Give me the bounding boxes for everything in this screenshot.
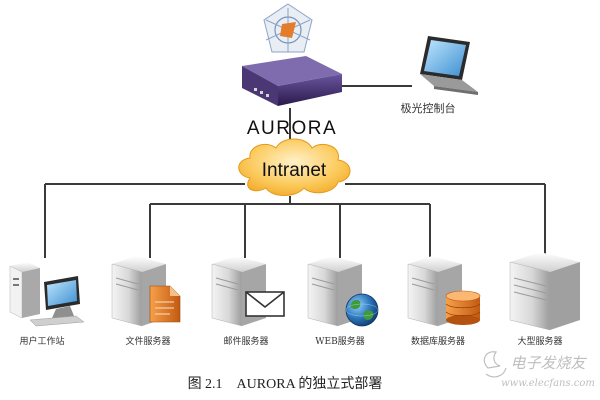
node-label: 用户工作站 bbox=[19, 335, 64, 347]
intranet-label: Intranet bbox=[262, 160, 327, 181]
watermark-logo-icon bbox=[483, 351, 507, 378]
figure-caption: 图 2.1 AURORA 的独立式部署 bbox=[188, 376, 383, 392]
node-mainframe-server: 大型服务器 bbox=[509, 252, 580, 347]
node-web-server: WEB服务器 bbox=[307, 256, 379, 347]
envelope-icon bbox=[245, 291, 285, 317]
node-label: 邮件服务器 bbox=[223, 335, 268, 347]
node-db-server: 数据库服务器 bbox=[407, 256, 481, 347]
watermark-cn: 电子发烧友 bbox=[510, 354, 587, 372]
database-icon bbox=[445, 290, 481, 325]
watermark: 电子发烧友 www.elecfans.com bbox=[483, 351, 595, 389]
node-user-workstation: 用户工作站 bbox=[9, 262, 85, 347]
node-label: WEB服务器 bbox=[315, 335, 364, 347]
node-mail-server: 邮件服务器 bbox=[211, 256, 285, 347]
console-label: 极光控制台 bbox=[401, 101, 456, 115]
appliance-side bbox=[278, 74, 342, 106]
aurora-label: AURORA bbox=[247, 118, 337, 139]
connection-lines bbox=[44, 85, 546, 258]
node-label: 大型服务器 bbox=[517, 335, 562, 347]
node-label: 数据库服务器 bbox=[411, 335, 465, 347]
aurora-logo-icon bbox=[263, 3, 313, 53]
server-tower-icon bbox=[509, 252, 580, 331]
node-file-server: 文件服务器 bbox=[111, 256, 181, 347]
globe-icon bbox=[345, 293, 379, 327]
aurora-appliance: AURORA bbox=[242, 3, 342, 139]
watermark-url: www.elecfans.com bbox=[501, 378, 595, 389]
appliance-top bbox=[242, 56, 342, 86]
console-laptop: 极光控制台 bbox=[401, 36, 478, 115]
workstation-icon bbox=[9, 262, 85, 327]
node-label: 文件服务器 bbox=[125, 335, 170, 347]
document-icon bbox=[149, 285, 181, 323]
laptop-icon bbox=[420, 36, 478, 95]
intranet-cloud: Intranet bbox=[238, 138, 351, 196]
